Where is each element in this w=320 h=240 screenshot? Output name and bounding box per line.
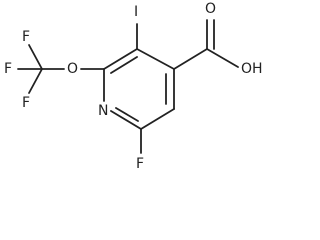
- bond-c4-carboxyl: [173, 48, 208, 70]
- atom-oh: OH: [241, 61, 263, 77]
- structure-canvas: F F F O N I O OH F: [4, 1, 263, 172]
- chemical-structure: F F F O N I O OH F: [4, 1, 263, 172]
- bond-ring-c3-c4: [136, 48, 175, 70]
- atom-f-bottom: F: [22, 95, 30, 111]
- bond-c-f-top: [28, 44, 43, 70]
- atom-f-left: F: [4, 61, 12, 77]
- bond-c-oh: [206, 48, 239, 68]
- bond-ring-c5-c6: [140, 108, 175, 130]
- atom-f-top: F: [22, 29, 30, 45]
- atom-o-ether: O: [67, 61, 78, 77]
- bond-ring-c6-n: [110, 110, 142, 130]
- atom-f-ring: F: [136, 156, 144, 172]
- atom-n-ring: N: [98, 103, 108, 119]
- atom-iodine: I: [134, 4, 138, 20]
- bond-c-f-bottom: [28, 68, 43, 94]
- double-bond-c6-n-inner: [115, 107, 139, 122]
- atom-carbonyl-o: O: [205, 1, 216, 17]
- double-bond-c2-c3-inner: [110, 56, 138, 74]
- bond-ring-c2-c3: [103, 48, 138, 70]
